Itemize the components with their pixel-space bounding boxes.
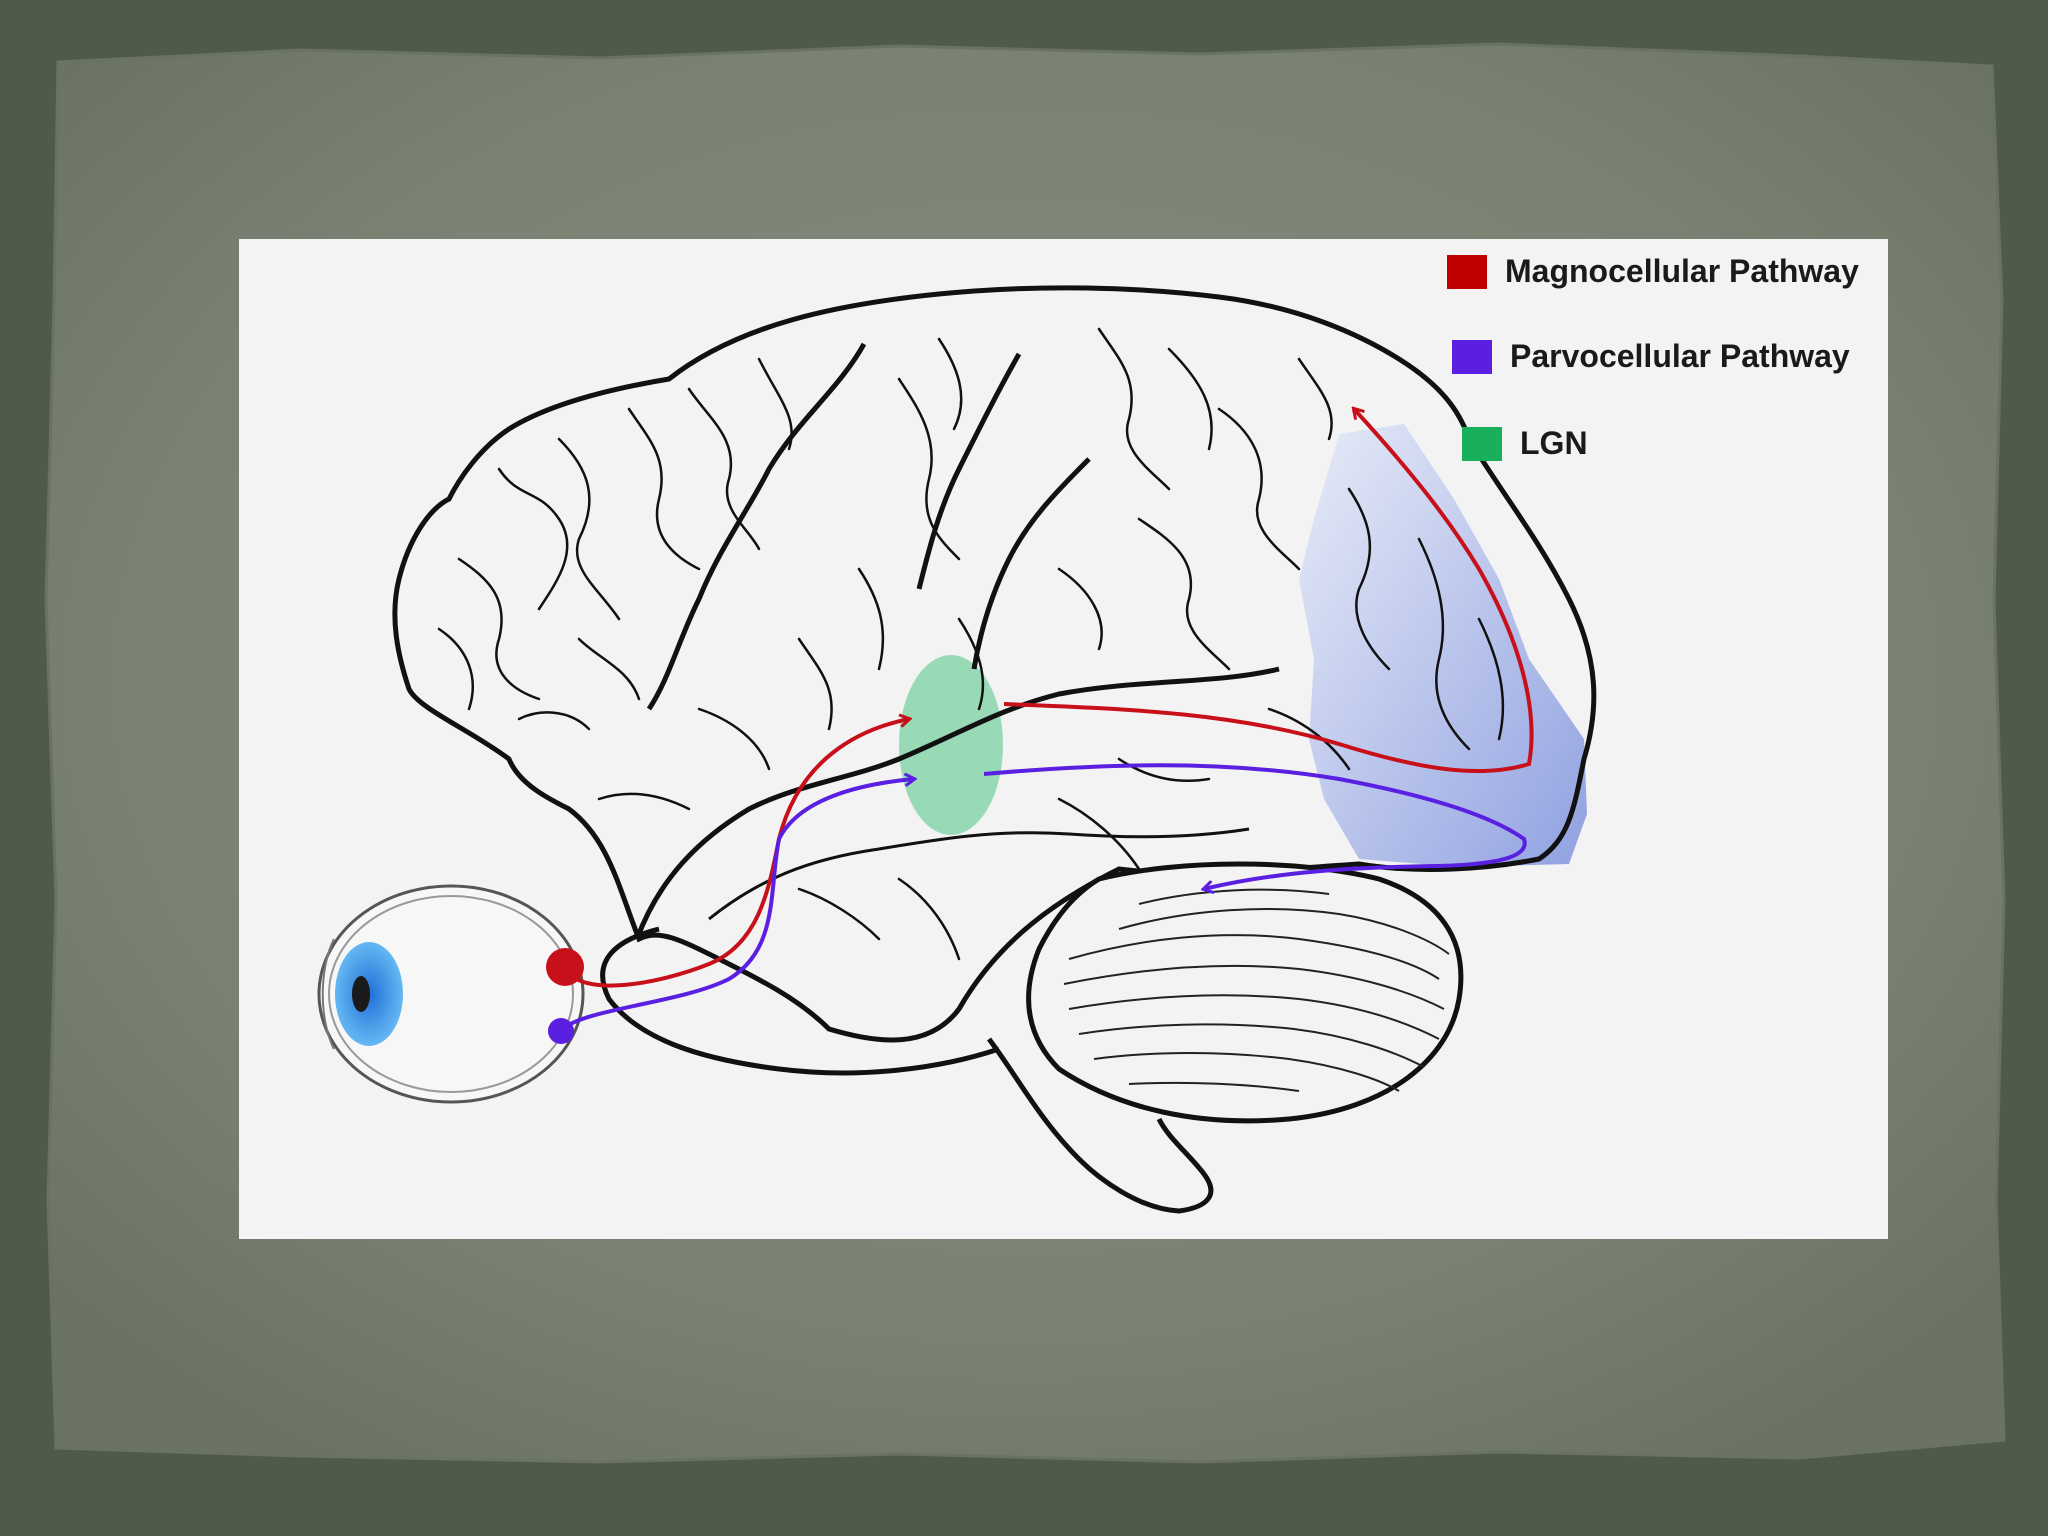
gyri-lines <box>437 327 1505 961</box>
lgn-region <box>899 655 1003 835</box>
pathway-figure: Magnocellular Pathway Parvocellular Path… <box>239 239 1888 1239</box>
cerebellum <box>1026 861 1464 1124</box>
parvocellular-pathway-to-lgn <box>559 779 914 1033</box>
cerebellum-folia <box>1063 888 1450 1092</box>
eye-icon <box>317 884 585 1104</box>
lateral-sulcus <box>634 666 1280 940</box>
magnocellular-pathway-to-cortex <box>1003 409 1534 774</box>
intraparietal-sulcus <box>971 457 1091 670</box>
central-sulcus <box>646 342 867 711</box>
brain-diagram <box>317 285 1597 1214</box>
superior-temporal-sulcus <box>708 827 1250 921</box>
temporal-lobe-edge <box>600 926 1000 1076</box>
brainstem <box>986 1037 1214 1214</box>
visual-cortex-region <box>1299 424 1587 867</box>
parvocellular-pathway-to-cortex <box>983 763 1527 889</box>
postcentral-sulcus <box>916 352 1022 590</box>
magnocellular-pathway-to-lgn <box>563 719 909 988</box>
